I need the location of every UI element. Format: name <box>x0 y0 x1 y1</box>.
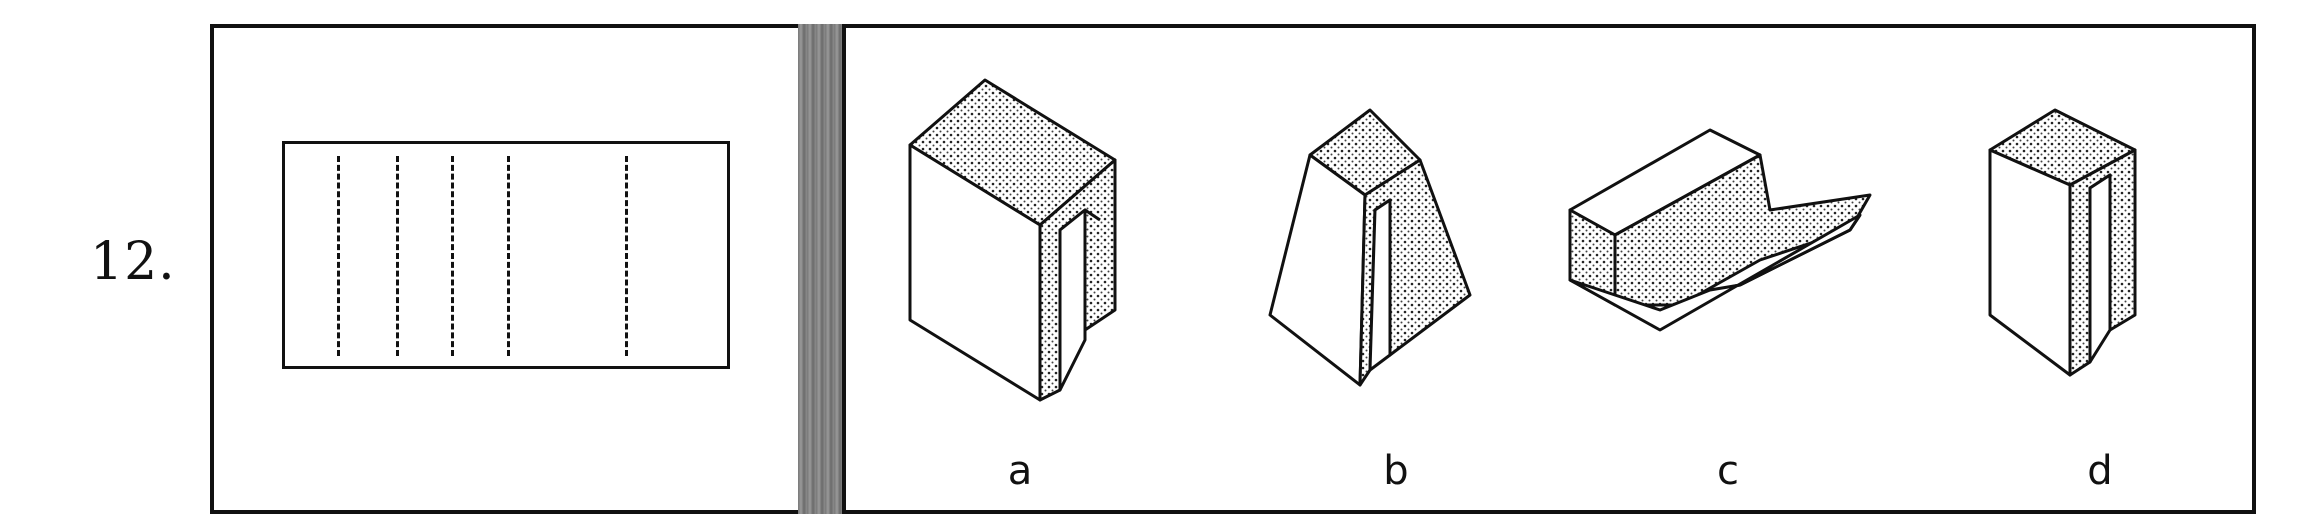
unfolded-sheet-panel <box>210 24 802 514</box>
option-c-figure[interactable] <box>1560 120 1880 370</box>
option-b-label: b <box>1383 448 1409 494</box>
option-a-figure[interactable] <box>900 70 1140 410</box>
fold-line <box>507 156 510 356</box>
option-c-label: c <box>1717 448 1739 494</box>
unfolded-sheet <box>282 141 730 369</box>
fold-line <box>451 156 454 356</box>
fold-line <box>396 156 399 356</box>
option-d-figure[interactable] <box>1980 100 2160 390</box>
option-d-label: d <box>2087 448 2113 494</box>
option-b-figure[interactable] <box>1268 100 1490 400</box>
question-number: 12. <box>90 232 176 292</box>
fold-line <box>337 156 340 356</box>
fold-line <box>625 156 628 356</box>
option-a-label: a <box>1007 448 1033 494</box>
panel-divider <box>798 24 846 514</box>
